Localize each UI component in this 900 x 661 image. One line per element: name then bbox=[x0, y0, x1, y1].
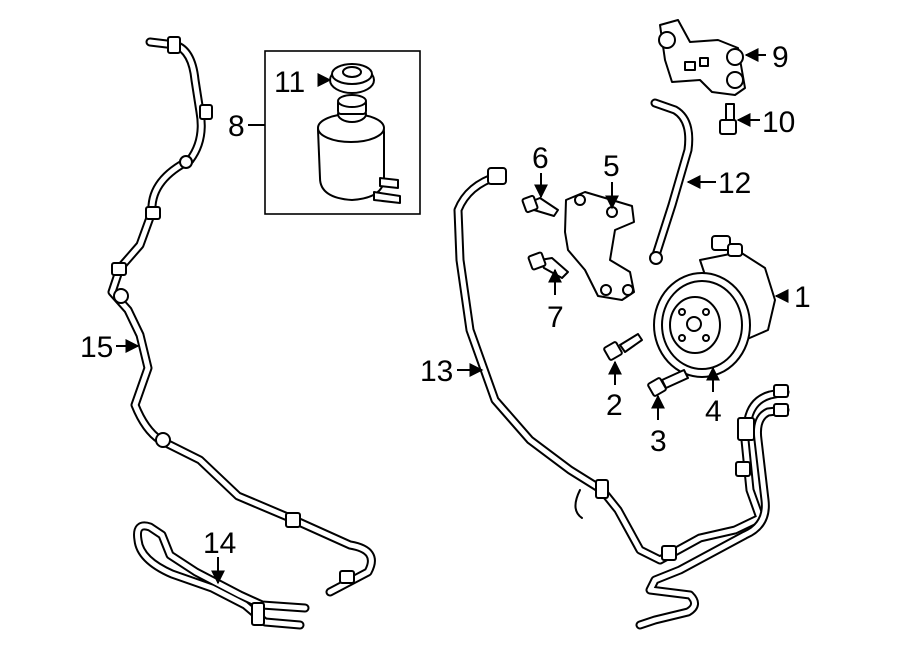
bolt-7 bbox=[527, 251, 569, 279]
callout-8: 8 bbox=[228, 110, 245, 143]
bolt-6 bbox=[521, 194, 559, 217]
callout-4: 4 bbox=[705, 395, 722, 428]
pressure-hose-13 bbox=[453, 167, 790, 630]
callout-3: 3 bbox=[650, 425, 667, 458]
callout-5: 5 bbox=[603, 150, 620, 183]
mount-bracket-5 bbox=[564, 191, 635, 301]
callout-2: 2 bbox=[606, 389, 623, 422]
callout-labels: 1 2 3 4 5 6 7 8 9 10 11 12 13 14 15 bbox=[80, 41, 811, 560]
callout-14: 14 bbox=[203, 527, 236, 560]
bolt-3 bbox=[647, 369, 689, 397]
reservoir-box-8 bbox=[264, 50, 421, 215]
cooler-tube-14 bbox=[133, 521, 310, 630]
callout-10: 10 bbox=[762, 106, 795, 139]
callout-15: 15 bbox=[80, 331, 113, 364]
callout-6: 6 bbox=[532, 142, 549, 175]
callout-9: 9 bbox=[772, 41, 789, 74]
bolt-10 bbox=[719, 103, 737, 135]
return-hose-15 bbox=[107, 36, 376, 597]
callout-7: 7 bbox=[547, 301, 564, 334]
callout-12: 12 bbox=[718, 167, 751, 200]
bracket-9 bbox=[658, 19, 746, 96]
suction-hose-12 bbox=[649, 98, 694, 265]
callout-1: 1 bbox=[794, 281, 811, 314]
leader-lines bbox=[116, 48, 789, 585]
pump-1 bbox=[653, 235, 776, 378]
bolt-2 bbox=[603, 333, 643, 361]
callout-13: 13 bbox=[420, 355, 453, 388]
callout-11: 11 bbox=[274, 66, 305, 99]
